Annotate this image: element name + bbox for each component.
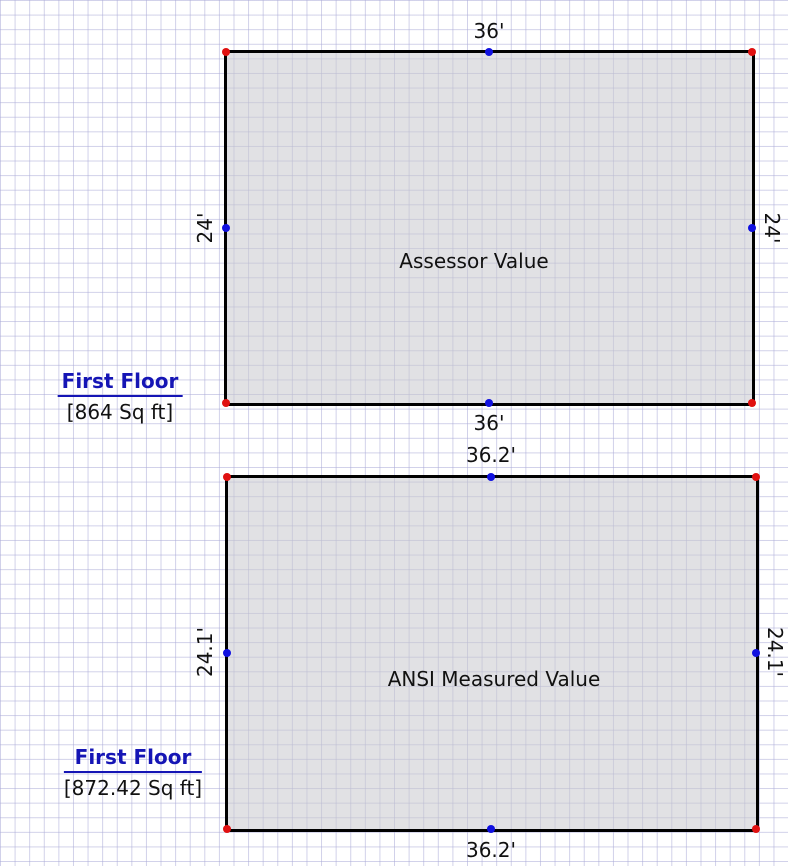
dimension-top: 36.2' xyxy=(465,443,517,467)
midpoint-handle[interactable] xyxy=(752,649,760,657)
room-assessor-value[interactable] xyxy=(224,50,755,406)
midpoint-handle[interactable] xyxy=(222,224,230,232)
dimension-top: 36' xyxy=(473,19,505,43)
floor-title: First Floor xyxy=(63,745,203,773)
dimension-right: 24.1' xyxy=(763,626,787,678)
corner-point[interactable] xyxy=(222,399,230,407)
dimension-left: 24' xyxy=(193,212,217,244)
midpoint-handle[interactable] xyxy=(485,399,493,407)
floor-label[interactable]: First Floor [872.42 Sq ft] xyxy=(63,745,203,800)
midpoint-handle[interactable] xyxy=(487,473,495,481)
room-ansi-measured-value[interactable] xyxy=(225,475,759,832)
midpoint-handle[interactable] xyxy=(487,825,495,833)
floor-area: [864 Sq ft] xyxy=(66,400,174,424)
room-label: Assessor Value xyxy=(399,249,549,273)
corner-point[interactable] xyxy=(752,473,760,481)
corner-point[interactable] xyxy=(752,825,760,833)
corner-point[interactable] xyxy=(748,48,756,56)
dimension-left: 24.1' xyxy=(193,626,217,678)
floor-title: First Floor xyxy=(57,369,183,397)
dimension-bottom: 36.2' xyxy=(465,838,517,862)
corner-point[interactable] xyxy=(223,825,231,833)
dimension-right: 24' xyxy=(760,212,784,244)
midpoint-handle[interactable] xyxy=(223,649,231,657)
midpoint-handle[interactable] xyxy=(748,224,756,232)
floor-label[interactable]: First Floor [864 Sq ft] xyxy=(57,369,183,424)
corner-point[interactable] xyxy=(748,399,756,407)
corner-point[interactable] xyxy=(222,48,230,56)
corner-point[interactable] xyxy=(223,473,231,481)
dimension-bottom: 36' xyxy=(473,411,505,435)
floor-area: [872.42 Sq ft] xyxy=(63,776,203,800)
midpoint-handle[interactable] xyxy=(485,48,493,56)
room-label: ANSI Measured Value xyxy=(387,667,601,691)
